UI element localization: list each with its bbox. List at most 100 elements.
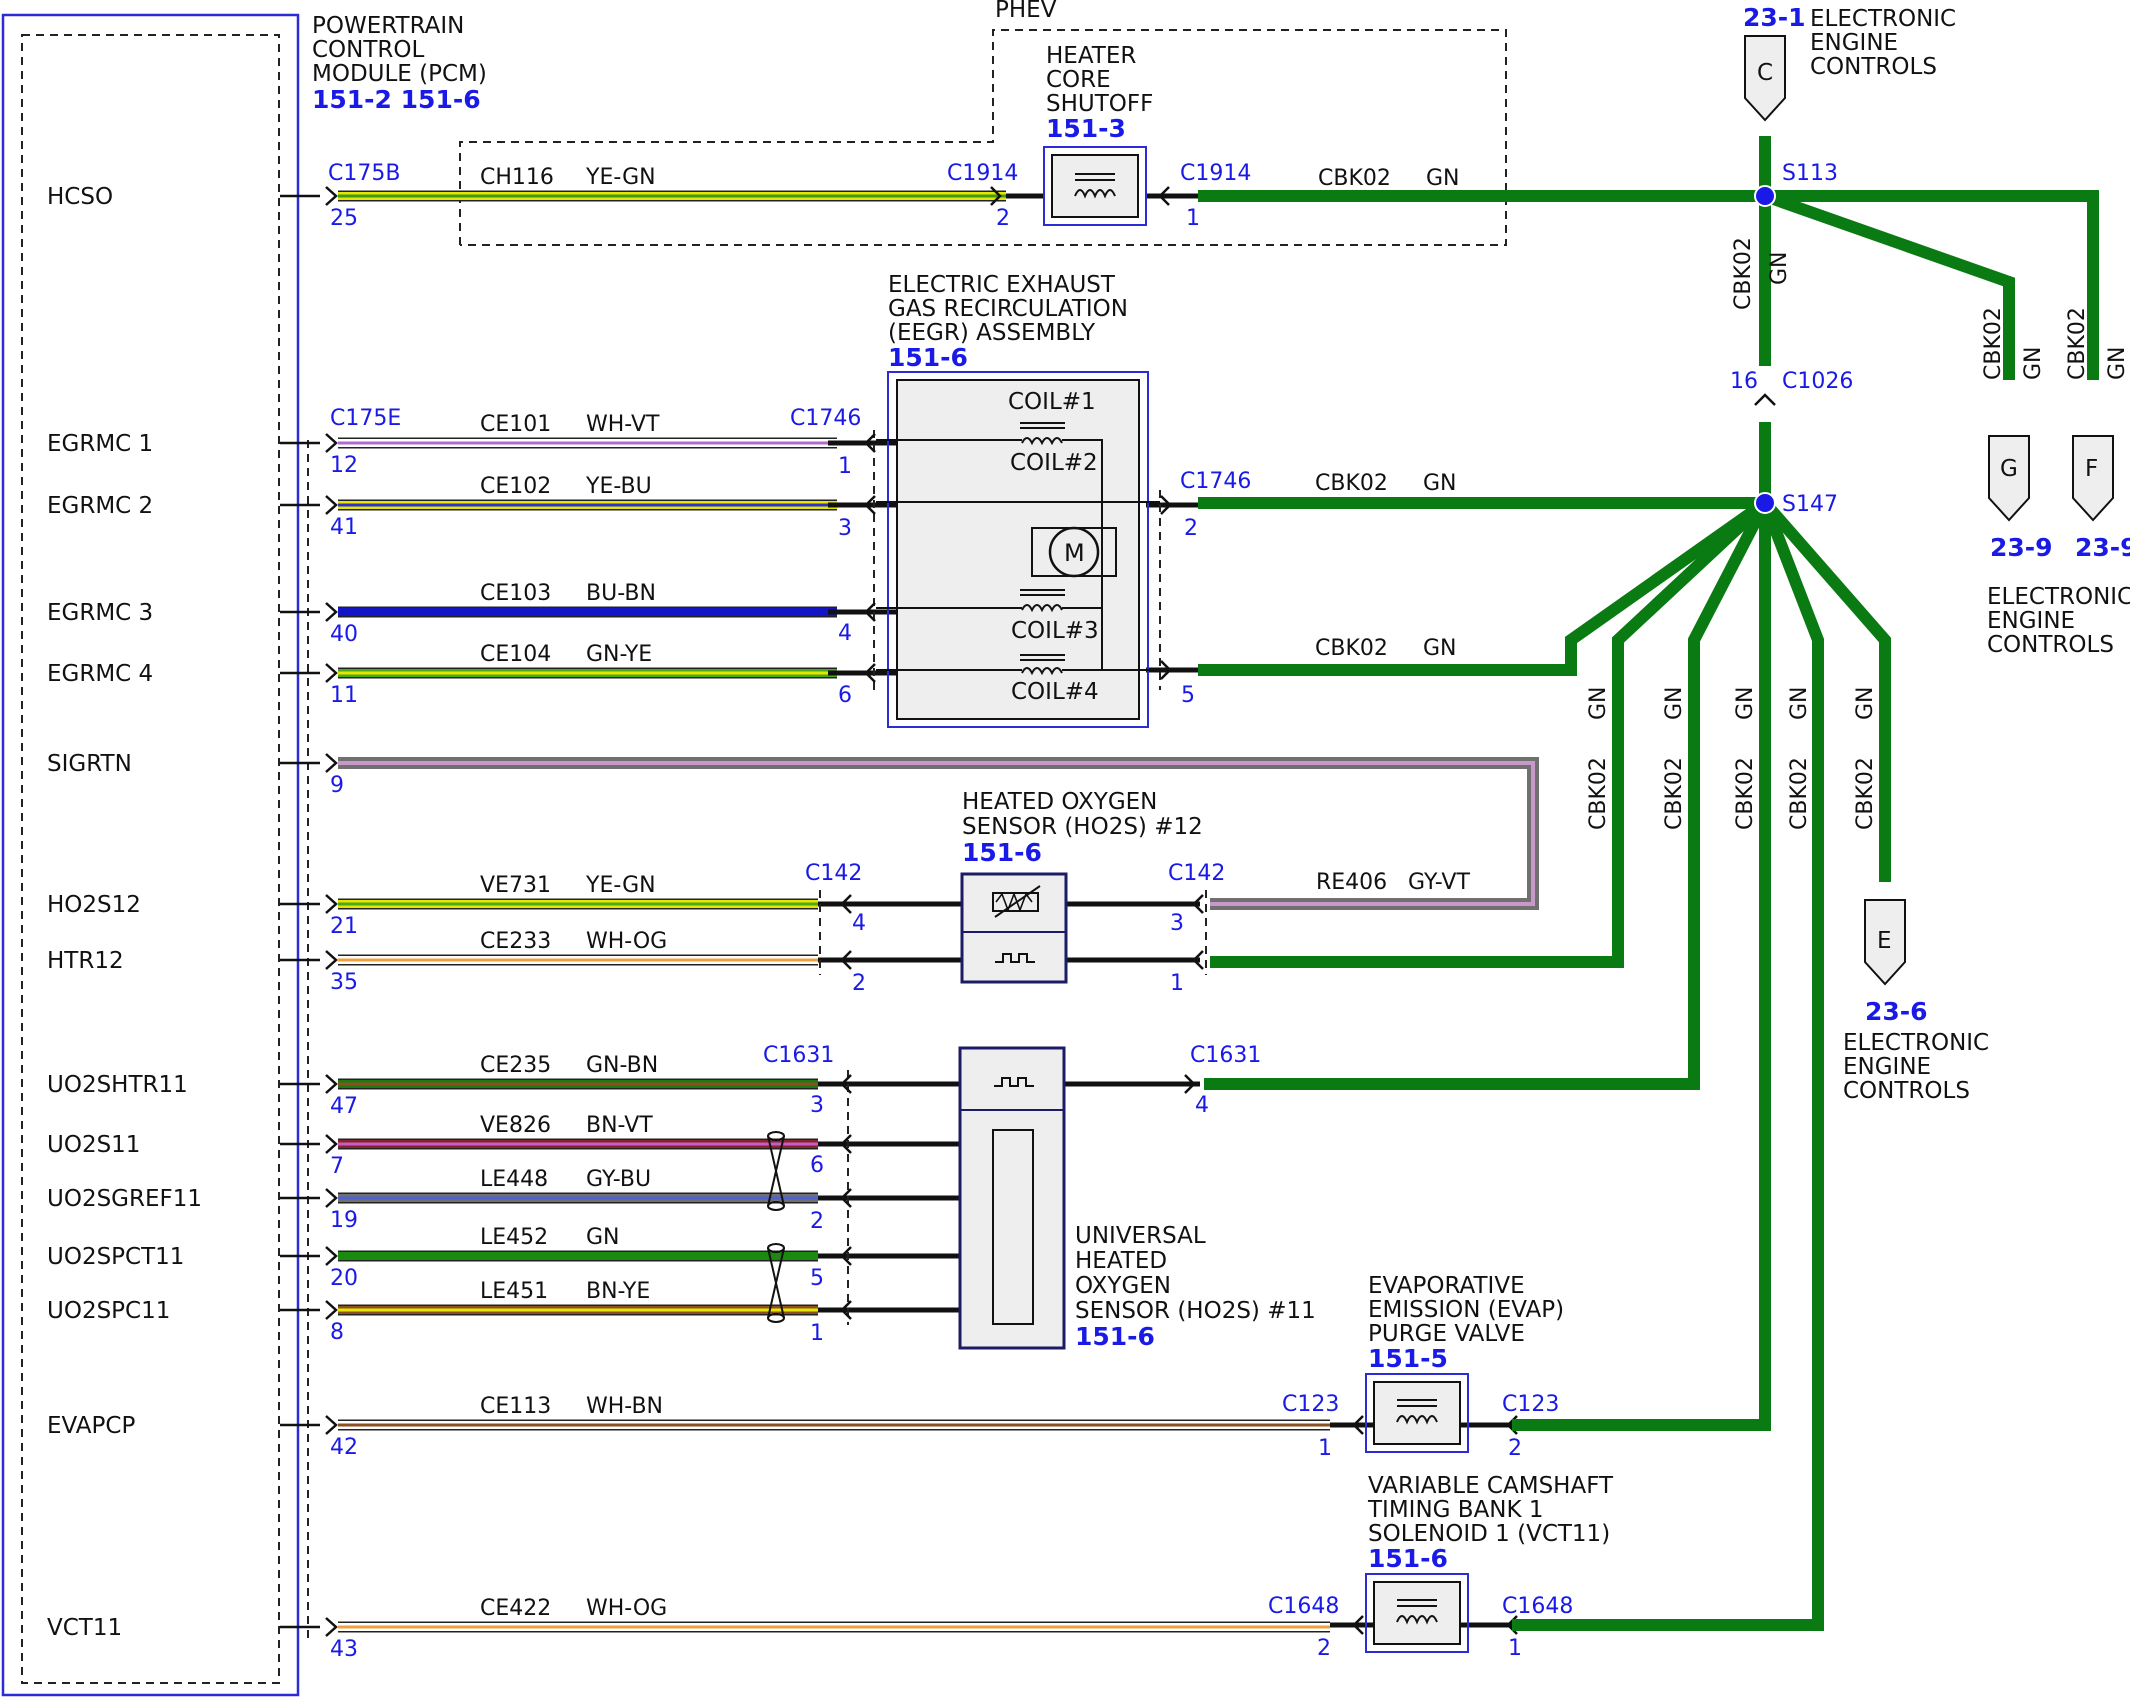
uho2s11-sensor: UNIVERSAL HEATED OXYGEN SENSOR (HO2S) #1… xyxy=(958,1046,1316,1351)
connector-label-11: C123 xyxy=(1502,1392,1559,1417)
wire-color-6: YE-GN xyxy=(585,873,656,898)
ground-color-0: GN xyxy=(1426,166,1460,191)
re406-circuit: RE406 xyxy=(1316,870,1387,895)
ground-vcircuit-3: CBK02 xyxy=(1586,757,1611,830)
coil2-label: COIL#2 xyxy=(1010,450,1098,476)
pcm-pin-3: 40 xyxy=(330,622,358,647)
ho2s12-label-2: SENSOR (HO2S) #12 xyxy=(962,814,1203,840)
c1026-label: C1026 xyxy=(1782,369,1853,394)
device-pin-17: 4 xyxy=(1195,1093,1209,1118)
wire-color-10: GY-BU xyxy=(586,1167,651,1192)
pcm-pin-0: 25 xyxy=(330,206,358,231)
coil-icons xyxy=(876,422,1160,676)
motor-icon: M xyxy=(1031,526,1117,578)
pcm-signal-14: VCT11 xyxy=(47,1615,122,1641)
wire-circuit-8: CE235 xyxy=(480,1053,551,1078)
ground-vcolor-0: GN xyxy=(1767,251,1792,285)
c1026-pin: 16 xyxy=(1730,369,1758,394)
pcm-signal-5: SIGRTN xyxy=(47,751,132,777)
eec-e-l3: CONTROLS xyxy=(1843,1078,1970,1104)
pcm-signal-1: EGRMC 1 xyxy=(47,431,153,457)
evap-label-3: PURGE VALVE xyxy=(1368,1321,1525,1347)
pcm-pin-6: 21 xyxy=(330,914,358,939)
ground-vcolor-5: GN xyxy=(1733,686,1758,720)
wire-color-4: GN-YE xyxy=(586,642,652,667)
ground-vcircuit-0: CBK02 xyxy=(1731,237,1756,310)
ground-vcolor-2: GN xyxy=(2105,346,2130,380)
device-pin-0: 2 xyxy=(996,206,1010,231)
device-pin-13: 6 xyxy=(810,1153,824,1178)
eegr-assembly: ELECTRIC EXHAUST GAS RECIRCULATION (EEGR… xyxy=(876,272,1160,728)
device-pin-14: 2 xyxy=(810,1209,824,1234)
wire-circuit-3: CE103 xyxy=(480,581,551,606)
pcm-signal-8: UO2SHTR11 xyxy=(47,1072,188,1098)
device-pin-12: 3 xyxy=(810,1093,824,1118)
ground-circuit-0: CBK02 xyxy=(1318,166,1391,191)
eec-gf-l2: ENGINE xyxy=(1987,608,2075,634)
ground-vcircuit-7: CBK02 xyxy=(1853,757,1878,830)
vct-label-3: SOLENOID 1 (VCT11) xyxy=(1368,1521,1610,1547)
wire-circuit-9: VE826 xyxy=(480,1113,551,1138)
ground-color-2: GN xyxy=(1423,636,1457,661)
phev-label: PHEV xyxy=(995,0,1057,23)
connector-label-8: C1631 xyxy=(763,1043,834,1068)
uho2s-label-4: SENSOR (HO2S) #11 xyxy=(1075,1298,1316,1324)
device-pin-21: 1 xyxy=(1508,1636,1522,1661)
eec-e-l1: ELECTRONIC xyxy=(1843,1030,1989,1056)
pcm-signal-6: HO2S12 xyxy=(47,892,141,918)
eegr-ref: 151-6 xyxy=(888,343,968,372)
pcm-module: POWERTRAIN CONTROL MODULE (PCM) 151-2 15… xyxy=(1,13,487,1697)
uho2s-label-3: OXYGEN xyxy=(1075,1273,1171,1299)
connector-label-5: C1746 xyxy=(1180,469,1251,494)
ground-circuit-2: CBK02 xyxy=(1315,636,1388,661)
wire-circuit-1: CE101 xyxy=(480,412,551,437)
ho2s12-label-1: HEATED OXYGEN xyxy=(962,789,1157,815)
connector-label-9: C1631 xyxy=(1190,1043,1261,1068)
pcm-title-2: CONTROL xyxy=(312,37,425,63)
pcm-pin-4: 11 xyxy=(330,683,358,708)
pcm-signal-3: EGRMC 3 xyxy=(47,600,153,626)
ground-vcolor-3: GN xyxy=(1586,686,1611,720)
pcm-signal-12: UO2SPC11 xyxy=(47,1298,170,1324)
pcm-pin-10: 19 xyxy=(330,1208,358,1233)
ground-color-1: GN xyxy=(1423,471,1457,496)
connector-label-1: C175E xyxy=(330,406,401,431)
wire-circuit-4: CE104 xyxy=(480,642,551,667)
device-pin-7: 5 xyxy=(1181,683,1195,708)
pcm-pin-14: 43 xyxy=(330,1637,358,1662)
ground-vcircuit-1: CBK02 xyxy=(1981,307,2006,380)
pcm-pin-9: 7 xyxy=(330,1154,344,1179)
wire-color-12: BN-YE xyxy=(586,1279,650,1304)
twisted-pair-0 xyxy=(767,1131,785,1211)
pcm-signal-11: UO2SPCT11 xyxy=(47,1244,184,1270)
wire-color-1: WH-VT xyxy=(586,412,660,437)
offpage-connectors: C 23-1 ELECTRONIC ENGINE CONTROLS G 23-9… xyxy=(1743,3,2130,1104)
ground-vcolor-4: GN xyxy=(1662,686,1687,720)
wire-circuit-10: LE448 xyxy=(480,1167,548,1192)
pcm-signal-0: HCSO xyxy=(47,184,113,210)
device-pin-1: 1 xyxy=(1186,206,1200,231)
wire-color-3: BU-BN xyxy=(586,581,656,606)
ground-vcircuit-4: CBK02 xyxy=(1662,757,1687,830)
wire-color-0: YE-GN xyxy=(585,165,656,190)
twisted-pair-1 xyxy=(767,1243,785,1323)
heater-label-1: HEATER xyxy=(1046,43,1136,69)
eegr-label-2: GAS RECIRCULATION xyxy=(888,296,1128,322)
vct-solenoid-icon xyxy=(1396,1599,1438,1625)
wire-5: 9 xyxy=(325,753,1539,910)
wire-circuit-12: LE451 xyxy=(480,1279,548,1304)
device-pin-11: 1 xyxy=(1170,971,1184,996)
wire-color-7: WH-OG xyxy=(586,929,667,954)
pcm-pin-11: 20 xyxy=(330,1266,358,1291)
heater-label-3: SHUTOFF xyxy=(1046,91,1153,117)
uho2s-heater-icon xyxy=(994,1077,1034,1087)
evap-label-1: EVAPORATIVE xyxy=(1368,1273,1525,1299)
wire-color-14: WH-OG xyxy=(586,1596,667,1621)
